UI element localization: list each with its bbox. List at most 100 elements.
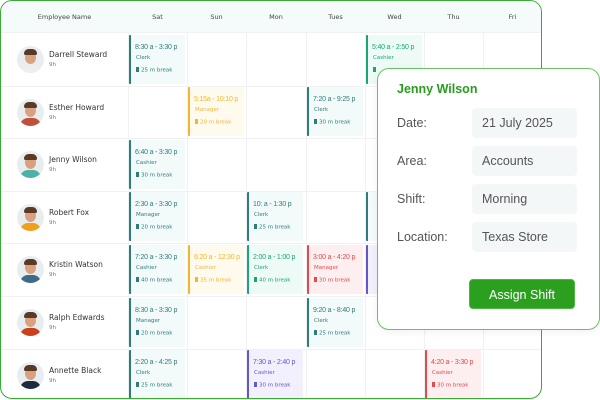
shift-time: 9:20 a - 8:40 p [313, 306, 356, 314]
shift-role: Clerk [254, 212, 269, 219]
shift-time: 10: a - 1:30 p [253, 201, 292, 209]
employee-hours: 9h [49, 219, 56, 226]
shift-time: 8:30 a - 3:30 p [135, 43, 178, 51]
avatar-body [20, 328, 41, 336]
avatar-body [20, 275, 41, 284]
shift-time: 5:15a - 10:10 p [194, 96, 239, 104]
shift-role: Cashier [254, 370, 275, 377]
break-icon [373, 66, 376, 72]
row-divider [1, 348, 541, 350]
break-label: 35 m break [200, 277, 232, 284]
avatar-head [25, 208, 36, 222]
avatar-hair [24, 154, 37, 161]
shift-role: Manager [136, 212, 161, 219]
break-icon [314, 119, 317, 125]
break-icon [136, 66, 139, 72]
break-label: 25 m break [319, 330, 351, 336]
shift-role: Clerk [136, 54, 151, 61]
break-icon [195, 276, 198, 282]
employee-name: Darrell Steward [49, 50, 108, 59]
shift-time: 3:00 a - 4:20 p [313, 253, 356, 261]
avatar-head [25, 314, 36, 327]
shift-card[interactable]: 8:30 a - 3:30 p Clerk 25 m break [129, 34, 185, 84]
column-divider [128, 33, 129, 398]
shift-break: 30 m break [254, 382, 290, 389]
shift-field[interactable]: Morning [472, 184, 577, 214]
shift-time: 7:20 a - 3:30 p [135, 253, 178, 261]
employee-hours: 9h [49, 272, 56, 279]
header-tues: Tues [328, 13, 343, 21]
avatar-head [25, 261, 36, 275]
row-divider [1, 296, 541, 297]
avatar [17, 203, 44, 231]
break-label: 25 m break [141, 382, 173, 389]
header-sun: Sun [210, 13, 223, 21]
date-field[interactable]: 21 July 2025 [472, 108, 577, 138]
avatar-body [20, 65, 41, 73]
shift-role: Cashier [136, 264, 157, 271]
avatar-head [25, 51, 36, 64]
shift-break: 20 m break [136, 329, 172, 336]
shift-time: 7:20 a - 9:25 p [313, 96, 356, 104]
shift-break: 30 m break [314, 276, 351, 284]
assign-shift-button[interactable]: Assign Shift [469, 279, 575, 309]
break-label: 20 m break [200, 119, 232, 126]
shift-role: Manager [195, 107, 220, 114]
shift-role: Clerk [254, 264, 269, 271]
shift-break: 40 m break [254, 276, 291, 284]
row-divider [1, 85, 541, 87]
column-divider [365, 33, 366, 398]
shift-role: Clerk [314, 107, 329, 114]
break-label: 30 m break [141, 172, 173, 179]
header-wed: Wed [387, 13, 402, 21]
break-icon [136, 276, 139, 282]
shift-time: 5:40 a - 2:50 p [372, 43, 415, 51]
shift-card[interactable]: 5:15a - 10:10 p Manager 20 m break [188, 87, 244, 137]
area-field[interactable]: Accounts [472, 146, 577, 176]
break-label: 40 m break [259, 277, 291, 284]
avatar [17, 46, 44, 73]
shift-time: 6:40 a - 3:30 p [135, 148, 178, 156]
employee-hours: 9h [49, 167, 56, 174]
location-field[interactable]: Texas Store [472, 222, 577, 252]
avatar-body [20, 170, 41, 179]
shift-break: 25 m break [136, 66, 172, 73]
shift-role: Manager [136, 317, 161, 324]
avatar [17, 361, 44, 389]
break-icon [314, 276, 317, 282]
break-label: 20 m break [141, 224, 173, 231]
row-divider [1, 138, 541, 140]
avatar-body [20, 222, 41, 231]
employee-hours: 9h [49, 377, 56, 384]
employee-row[interactable]: Robert Fox 9h [1, 191, 128, 243]
avatar-hair [24, 49, 37, 55]
shift-break: 30 m break [432, 382, 468, 389]
date-label: Date: [397, 116, 427, 130]
break-label: 30 m break [319, 277, 351, 284]
shift-break: 20 m break [195, 119, 231, 126]
avatar-head [25, 156, 36, 170]
employee-name: Robert Fox [49, 207, 90, 217]
shift-time: 6:20 a - 12:30 p [194, 253, 240, 261]
break-icon [254, 224, 257, 230]
